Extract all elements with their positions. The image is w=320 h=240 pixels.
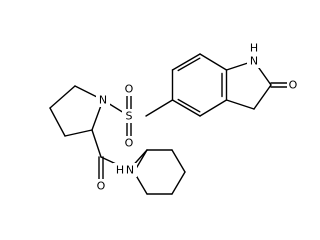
bond-c2-c3	[253, 84, 272, 110]
bond-c3-c3a	[225, 99, 255, 110]
atom-h-amide: H	[116, 164, 124, 177]
bond-aryl-s	[145, 99, 174, 117]
atom-o-sulfonyl-upper: O	[125, 83, 134, 96]
molecule-diagram: N H O S O O N O N H	[49, 41, 300, 195]
atom-labels: N H O S O O N O N H	[94, 42, 300, 193]
bond-benzene-1	[171, 53, 201, 71]
atom-o-amide: O	[97, 180, 106, 193]
atom-o-sulfonyl-lower: O	[125, 137, 134, 150]
atom-o-lactam: O	[289, 79, 298, 92]
bond-benzene-2	[199, 53, 228, 71]
bond-pyr-2	[49, 85, 76, 109]
bond-pyr-3	[49, 107, 66, 137]
bond-benzene-4	[199, 99, 228, 117]
atom-n-indolinone: N	[250, 55, 258, 68]
bonds	[49, 53, 294, 195]
atom-s-sulfonyl: S	[126, 110, 133, 123]
atom-h-indolinone: H	[250, 42, 258, 55]
bond-benzene-5-inner	[177, 98, 201, 113]
bond-pyr-4	[64, 129, 93, 137]
atom-n-amide: N	[126, 164, 134, 177]
bond-benzene-5	[171, 99, 201, 117]
bond-c2-carbonyl	[91, 129, 102, 158]
atom-n-pyrrolidine: N	[99, 94, 107, 107]
bond-benzene-1-inner	[177, 57, 201, 72]
bond-cy-2	[171, 149, 186, 173]
bond-cy-3	[171, 171, 186, 195]
